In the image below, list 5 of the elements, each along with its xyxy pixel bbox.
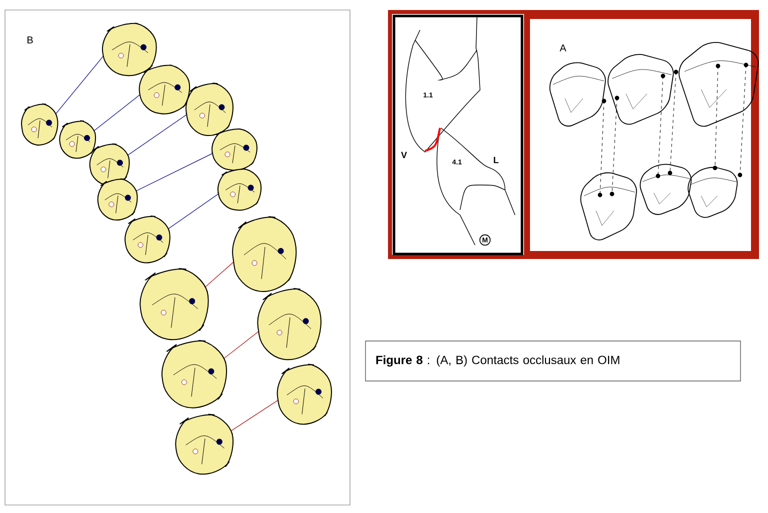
caption-box: Figure 8 : (A, B) Contacts occlusaux en OIM: [365, 340, 741, 382]
side-letter: L: [494, 156, 498, 164]
panel-letter: B: [28, 36, 33, 44]
panel-letter: A: [560, 44, 566, 52]
side-letter: V: [401, 152, 407, 158]
